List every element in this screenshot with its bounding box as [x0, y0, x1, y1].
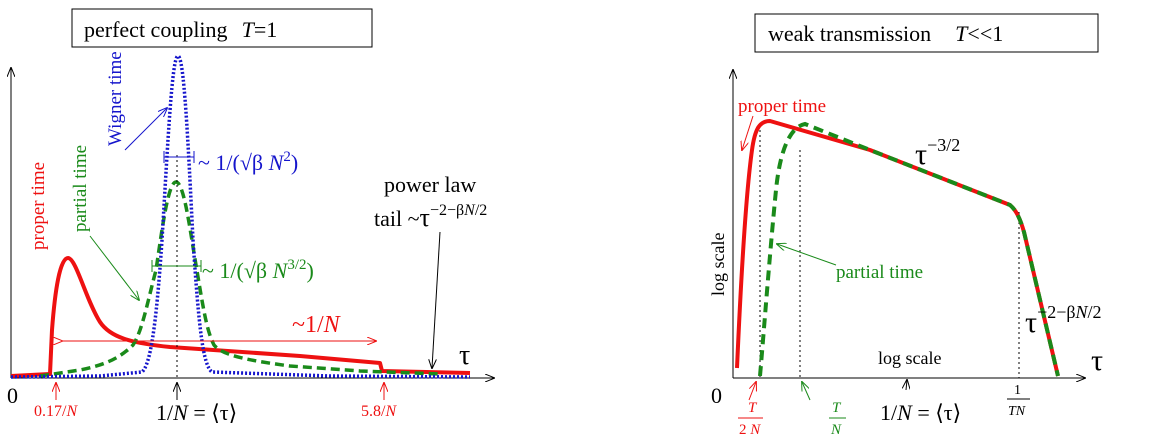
- left-tick-mid: 1/N = ⟨τ⟩: [156, 400, 237, 425]
- right-origin: 0: [711, 383, 722, 408]
- right-tick-b-arrow: [802, 382, 811, 401]
- left-proper-time-label: proper time: [28, 162, 49, 250]
- left-x-symbol: τ: [459, 340, 470, 371]
- right-x-symbol: τ: [1091, 344, 1103, 377]
- left-title-box: [71, 8, 373, 48]
- left-tick-low: 0.17/N: [34, 403, 78, 420]
- left-wigner-arrow: [124, 108, 167, 151]
- right-y-label: log scale: [708, 233, 728, 296]
- right-tick-c: 1/N = ⟨τ⟩: [880, 400, 961, 425]
- left-wigner-time-label: Wigner time: [105, 51, 126, 146]
- right-slope-2: τ−2−βN/2: [1025, 302, 1102, 339]
- left-power-law-line2: tail ~τ−2−βN/2: [374, 202, 487, 232]
- left-wigner-width-label: ~ 1/(√β N2): [198, 149, 298, 175]
- right-slope-1: τ−3/2: [915, 135, 960, 171]
- right-partial-time-arrow: [777, 244, 837, 266]
- right-proper-time-arrow: [742, 115, 754, 150]
- right-tick-a: T 2 N: [739, 400, 761, 438]
- right-x-label: log scale: [878, 348, 941, 368]
- right-tick-b: T N: [830, 400, 844, 438]
- left-partial-time-label: partial time: [70, 145, 91, 232]
- right-tick-d: 1 TN: [1008, 383, 1026, 419]
- right-tick-c-arrow: [906, 380, 907, 391]
- left-power-law-line1: power law: [384, 172, 476, 197]
- right-title-box: [754, 13, 1099, 53]
- left-partial-width-label: ~ 1/(√β N3/2): [202, 257, 314, 283]
- right-proper-time-curve: [735, 119, 1060, 377]
- right-tick-a-arrow: [748, 382, 756, 401]
- left-power-law-arrow: [432, 231, 441, 368]
- left-origin: 0: [7, 383, 18, 408]
- right-proper-time-label: proper time: [738, 96, 826, 117]
- left-partial-arrow: [89, 235, 139, 300]
- right-partial-time-label: partial time: [836, 262, 923, 283]
- left-tick-high: 5.8/N: [361, 403, 397, 420]
- right-partial-time-curve: [758, 121, 1060, 377]
- left-red-width-label: ~1/N: [292, 312, 342, 338]
- left-wigner-time-curve: [10, 54, 471, 379]
